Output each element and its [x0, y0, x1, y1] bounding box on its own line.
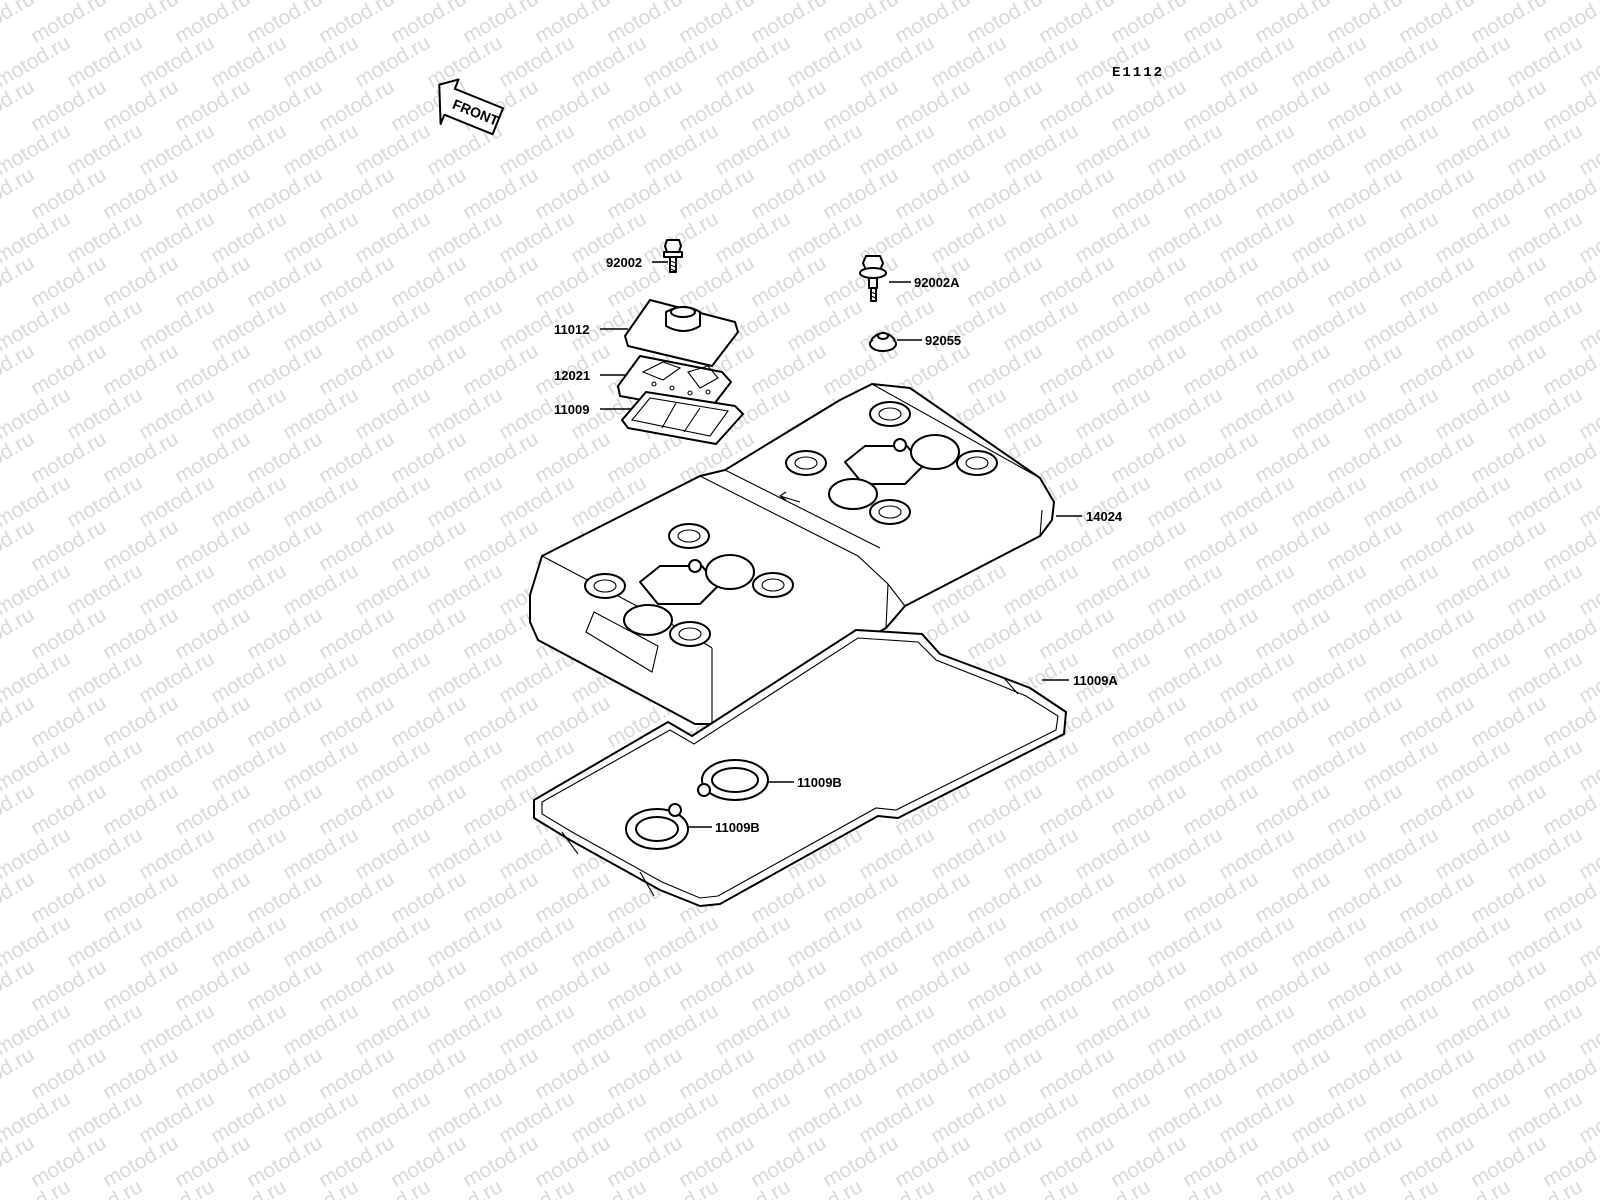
callout-11009: 11009 [554, 402, 589, 417]
plug-recess-rear [828, 434, 960, 510]
diagram-code: E1112 [1112, 65, 1164, 81]
bolt-92002a [859, 255, 887, 302]
bolt-hole-front-left [584, 573, 626, 599]
front-arrow-icon: FRONT [438, 78, 505, 136]
bolt-hole-front-right [752, 572, 794, 598]
callout-11009b-lower: 11009B [715, 820, 760, 835]
bolt-hole-front-bottom [669, 621, 711, 647]
bolt-hole-rear-left [785, 450, 827, 476]
gasket-11009 [621, 391, 744, 445]
callout-92002: 92002 [606, 255, 642, 270]
plug-seal-11009b-lower [625, 803, 689, 850]
callout-11009a: 11009A [1073, 673, 1118, 688]
cylinder-head-cover-14024 [529, 383, 1055, 725]
bolt-92002 [663, 239, 683, 273]
plug-seal-11009b-upper [697, 759, 769, 801]
bolt-hole-rear-right [956, 450, 998, 476]
callout-12021: 12021 [554, 368, 590, 383]
callout-11009b-upper: 11009B [797, 775, 842, 790]
bolt-hole-rear-bottom [869, 499, 911, 525]
breather-cover-11012 [624, 299, 739, 367]
plug-recess-front [623, 554, 755, 636]
callout-11012: 11012 [554, 322, 589, 337]
leader-lines [600, 261, 1082, 828]
bolt-hole-front-top [668, 523, 710, 549]
callout-92055: 92055 [925, 333, 961, 348]
bolt-hole-rear-top [869, 401, 911, 427]
callout-92002a: 92002A [914, 275, 960, 290]
callout-14024: 14024 [1086, 509, 1123, 524]
grommet-92055 [869, 332, 897, 352]
